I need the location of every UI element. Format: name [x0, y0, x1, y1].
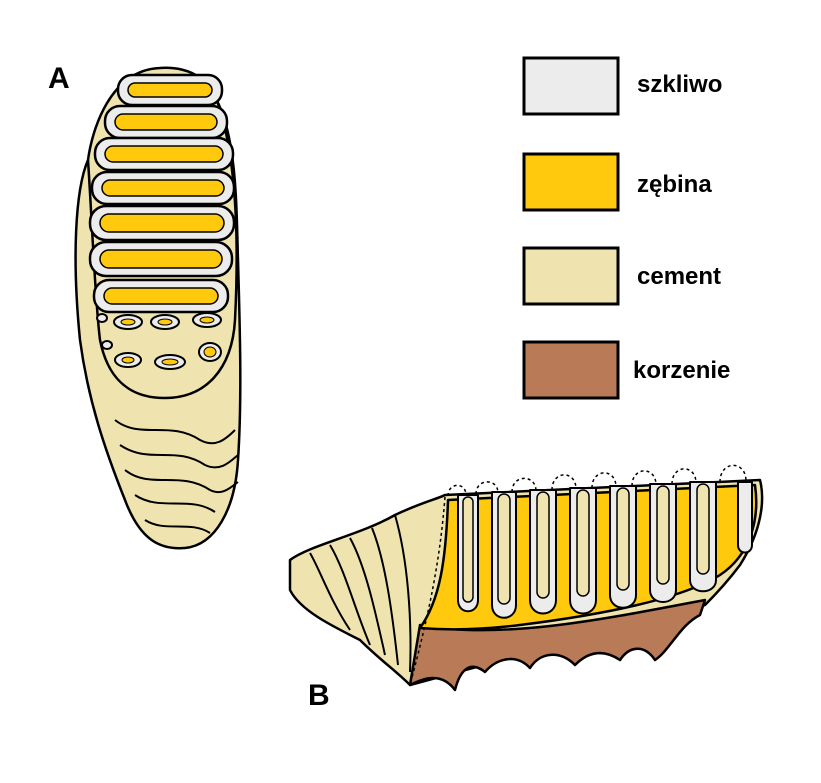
panel-label-a: A	[48, 62, 70, 95]
legend-item-root: korzenie	[522, 340, 730, 400]
legend-swatch-enamel	[522, 56, 620, 116]
tooth-b-side-view	[288, 464, 764, 692]
tooth-b-root	[408, 598, 707, 692]
tooth-b-cement-in-plates	[462, 483, 710, 605]
legend-label-cement: cement	[637, 263, 721, 290]
legend: szkliwo zębina cement korzenie	[522, 56, 730, 400]
legend-item-dentine: zębina	[522, 152, 712, 212]
legend-swatch-root	[522, 340, 620, 400]
tooth-b-ridges	[309, 514, 412, 673]
legend-label-dentine: zębina	[637, 171, 712, 198]
legend-item-cement: cement	[522, 246, 721, 306]
legend-item-enamel: szkliwo	[522, 56, 722, 116]
tooth-b-dashed-boundary	[409, 496, 446, 686]
legend-swatch-dentine	[522, 152, 620, 212]
tooth-b-worn-crowns	[447, 464, 747, 497]
legend-label-enamel: szkliwo	[637, 71, 722, 98]
tooth-a-ridges	[114, 419, 239, 534]
tooth-a-occlusal-view	[74, 66, 242, 550]
legend-swatch-cement	[522, 246, 620, 306]
tooth-a-dentine-cores	[99, 82, 225, 305]
panel-label-b: B	[308, 679, 330, 712]
tooth-a-small-plates	[96, 312, 222, 370]
legend-label-root: korzenie	[633, 357, 730, 384]
